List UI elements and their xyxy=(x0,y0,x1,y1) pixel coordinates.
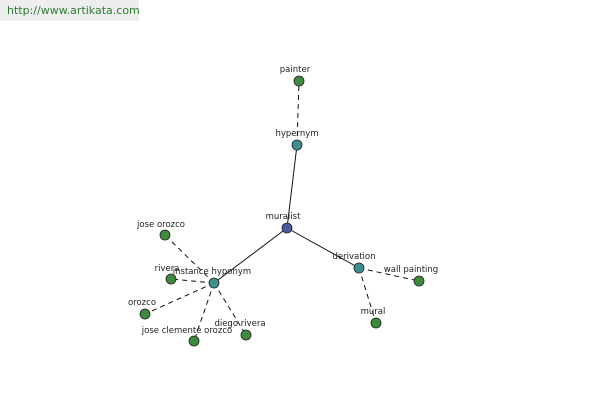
edge-instance-hyponym-to-orozco xyxy=(144,282,215,315)
node-derivation[interactable] xyxy=(353,262,365,274)
graph-edges xyxy=(144,80,420,342)
graph-labels: muralist hypernym painter instance hyponym j… xyxy=(128,65,438,336)
graph-nodes xyxy=(139,75,425,347)
label-diego-rivera[interactable]: diego rivera xyxy=(214,319,265,329)
edge-muralist-to-derivation xyxy=(286,227,360,269)
label-jose-clemente-orozco[interactable]: jose clemente orozco xyxy=(141,326,232,336)
node-muralist[interactable] xyxy=(281,222,293,234)
node-jose-orozco[interactable] xyxy=(159,229,171,241)
edge-instance-hyponym-to-rivera xyxy=(170,278,215,284)
edge-hypernym-to-painter xyxy=(296,80,300,146)
node-rivera[interactable] xyxy=(165,273,177,285)
node-instance-hyponym[interactable] xyxy=(208,277,220,289)
label-rivera[interactable]: rivera xyxy=(155,264,180,274)
edge-instance-hyponym-to-jose-clemente-orozco xyxy=(193,282,215,342)
node-hypernym[interactable] xyxy=(291,139,303,151)
label-painter[interactable]: painter xyxy=(280,65,311,75)
node-wall-painting[interactable] xyxy=(413,275,425,287)
edge-derivation-to-mural xyxy=(358,267,377,324)
edge-derivation-to-wall-painting xyxy=(358,267,420,282)
url-banner: http://www.artikata.com xyxy=(0,0,140,21)
url-link[interactable]: http://www.artikata.com xyxy=(7,4,140,17)
edge-muralist-to-hypernym xyxy=(286,144,298,229)
edge-muralist-to-instance-hyponym xyxy=(213,227,288,284)
label-jose-orozco[interactable]: jose orozco xyxy=(136,220,185,230)
label-instance-hyponym[interactable]: instance hyponym xyxy=(173,267,251,277)
label-hypernym[interactable]: hypernym xyxy=(275,129,318,139)
label-wall-painting[interactable]: wall painting xyxy=(384,265,438,275)
edge-instance-hyponym-to-jose-orozco xyxy=(164,234,215,284)
label-derivation[interactable]: derivation xyxy=(332,252,375,262)
node-mural[interactable] xyxy=(370,317,382,329)
node-diego-rivera[interactable] xyxy=(240,329,252,341)
label-orozco[interactable]: orozco xyxy=(128,298,156,308)
label-mural[interactable]: mural xyxy=(361,307,386,317)
node-jose-clemente-orozco[interactable] xyxy=(188,335,200,347)
node-orozco[interactable] xyxy=(139,308,151,320)
edge-instance-hyponym-to-diego-rivera xyxy=(213,282,247,336)
label-muralist[interactable]: muralist xyxy=(266,212,302,222)
node-painter[interactable] xyxy=(293,75,305,87)
